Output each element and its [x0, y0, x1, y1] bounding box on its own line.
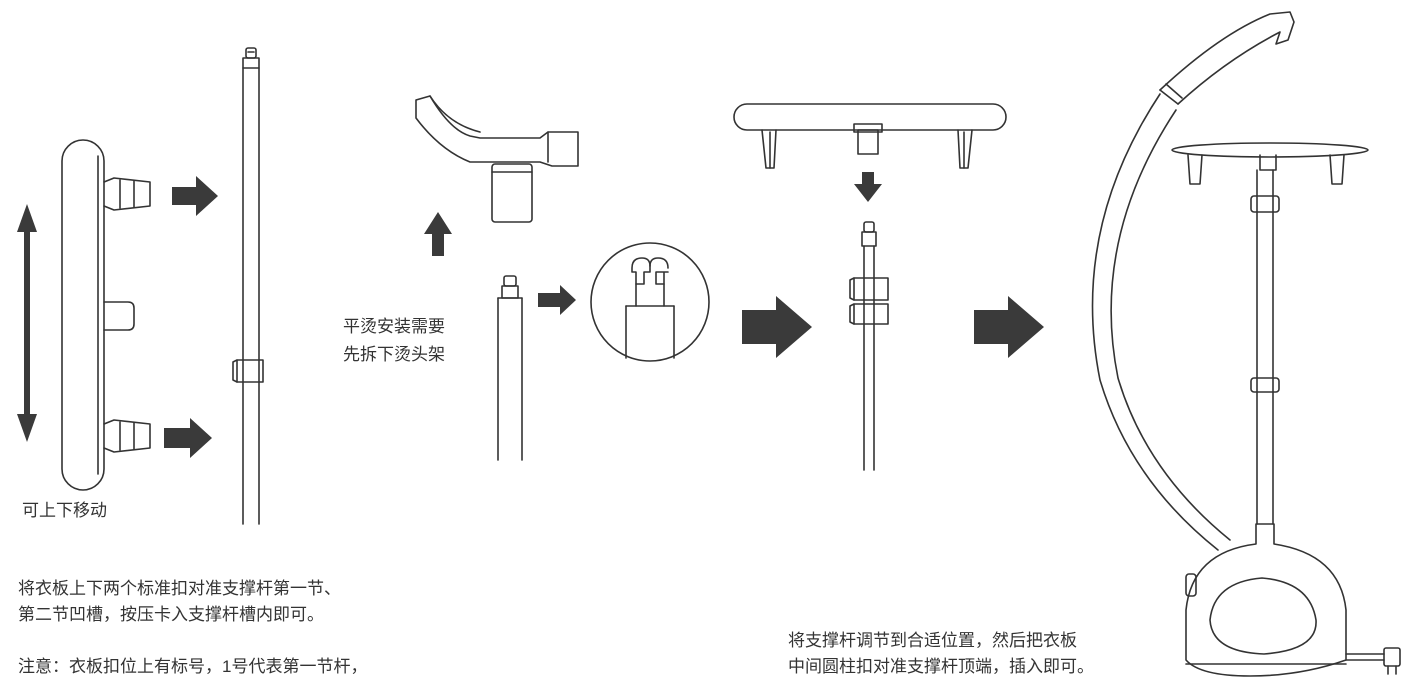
movable-label: 可上下移动	[22, 501, 107, 520]
flat-iron-note-line1: 平烫安装需要	[343, 317, 445, 336]
arrow-right-icon	[742, 296, 812, 358]
iron-head-holder	[415, 95, 579, 223]
support-pole	[232, 47, 264, 525]
flat-iron-note: 平烫安装需要 先拆下烫头架	[343, 313, 445, 369]
step2-line2: 中间圆柱扣对准支撑杆顶端，插入即可。	[788, 657, 1094, 676]
step1-instruction: 将衣板上下两个标准扣对准支撑杆第一节、 第二节凹槽，按压卡入支撑杆槽内即可。	[18, 576, 341, 628]
arrow-right-icon	[974, 296, 1044, 358]
arrow-right-icon	[164, 418, 212, 458]
arrow-down-icon	[854, 172, 882, 202]
adjustable-pole	[849, 221, 889, 471]
step1-line2: 第二节凹槽，按压卡入支撑杆槽内即可。	[18, 605, 324, 624]
step2-line1: 将支撑杆调节到合适位置，然后把衣板	[788, 631, 1077, 650]
clothes-board-side	[61, 139, 151, 491]
pole-top-segment	[497, 275, 523, 461]
arrow-right-icon	[538, 285, 576, 315]
arrow-up-icon	[424, 212, 452, 256]
step2-instruction: 将支撑杆调节到合适位置，然后把衣板 中间圆柱扣对准支撑杆顶端，插入即可。	[788, 628, 1094, 680]
double-arrow-vertical-icon	[17, 204, 37, 442]
clothes-board-top	[733, 103, 1007, 169]
note-instruction: 注意：衣板扣位上有标号，1号代表第一节杆，	[18, 657, 368, 676]
step1-line1: 将衣板上下两个标准扣对准支撑杆第一节、	[18, 579, 341, 598]
flat-iron-note-line2: 先拆下烫头架	[343, 345, 445, 364]
arrow-right-icon	[172, 176, 218, 216]
pole-top-detail-zoom	[590, 242, 710, 362]
assembled-steamer	[1091, 11, 1401, 677]
